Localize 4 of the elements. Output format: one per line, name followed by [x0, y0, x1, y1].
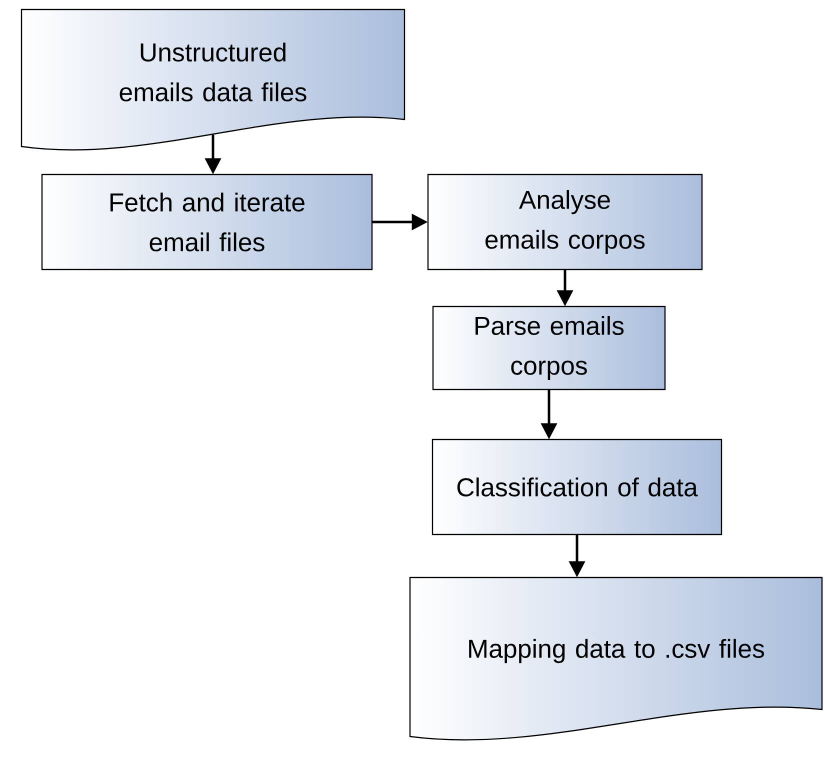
process-box: Analyse emails corpos [427, 174, 703, 270]
process-box: Classification of data [432, 438, 722, 536]
process-box: Parse emails corpos [432, 306, 666, 390]
process-box: Fetch and iterate email files [41, 174, 373, 270]
